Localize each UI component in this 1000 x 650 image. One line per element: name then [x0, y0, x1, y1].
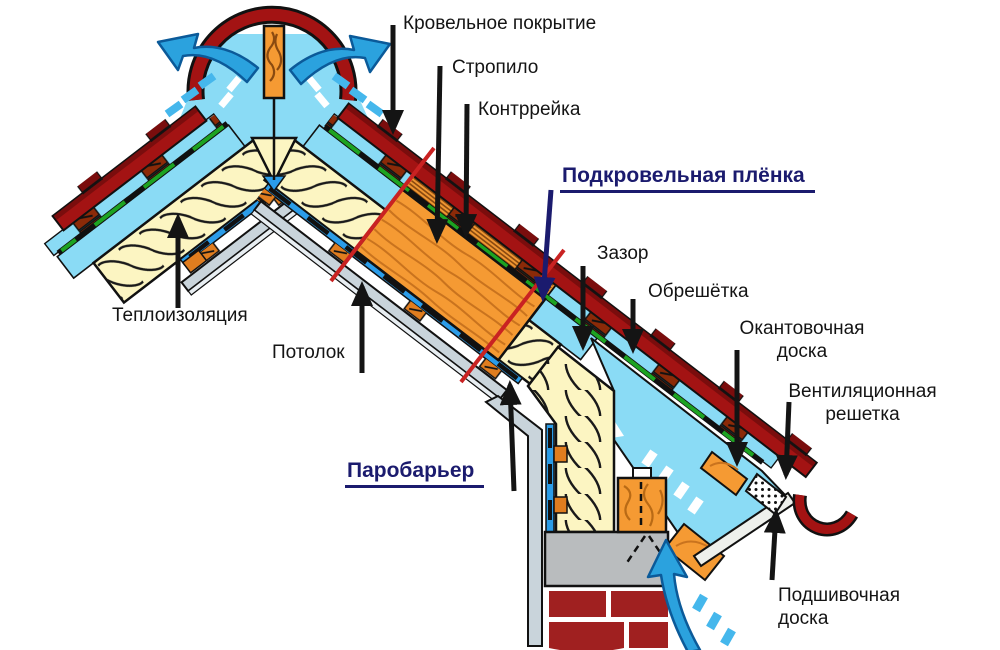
- eaves-airflow-dashes: [692, 593, 736, 647]
- wall-insulation-coils: [528, 347, 614, 532]
- label-vapor-barrier: Паробарьер: [345, 458, 485, 488]
- ridge-airflow-dashes: [164, 72, 385, 118]
- right-ceiling-battens: [256, 188, 519, 394]
- label-roof-covering: Кровельное покрытие: [403, 13, 597, 34]
- label-ceiling: Потолок: [272, 342, 345, 363]
- ridge-airflow: [156, 32, 392, 86]
- arrow-ventilation-grille: [775, 401, 798, 480]
- label-lathing: Обрешётка: [648, 281, 749, 302]
- wall-ceiling-board: [484, 394, 543, 647]
- arrow-vapor-barrier: [499, 380, 522, 492]
- callout-arrows: [166, 25, 798, 581]
- wall-assembly: [484, 345, 670, 650]
- rafter-beam: [353, 187, 547, 362]
- label-edging-board: Окантовочная доска: [739, 318, 865, 363]
- brick-wall: [549, 591, 668, 650]
- ridge-cap: [189, 8, 355, 101]
- label-ventilation-grille: Вентиляционная решетка: [788, 381, 937, 426]
- label-counter-batten: Контррейка: [478, 99, 581, 120]
- label-thermal-insulation: Теплоизоляция: [112, 305, 248, 326]
- label-gap: Зазор: [597, 243, 649, 264]
- airflow-arrow-left: [156, 32, 260, 84]
- gutter: [795, 494, 856, 534]
- label-underroof-film: Подкровельная плёнка: [560, 163, 815, 193]
- arrow-counter-batten: [455, 103, 478, 239]
- arrow-underroof-film: [533, 189, 556, 302]
- left-tile-steps: [47, 99, 197, 218]
- label-lining-board: Подшивочная доска: [778, 585, 901, 630]
- left-battens: [45, 114, 223, 256]
- arrow-rafter: [426, 65, 449, 244]
- eaves-airflow: [646, 538, 736, 650]
- label-rafter: Стропило: [452, 57, 539, 78]
- ridge-board: [262, 24, 286, 100]
- airflow-arrow-eaves: [646, 538, 702, 650]
- arrow-lining-board: [763, 508, 786, 581]
- edging-board: [699, 450, 749, 497]
- airflow-arrow-right: [288, 34, 392, 86]
